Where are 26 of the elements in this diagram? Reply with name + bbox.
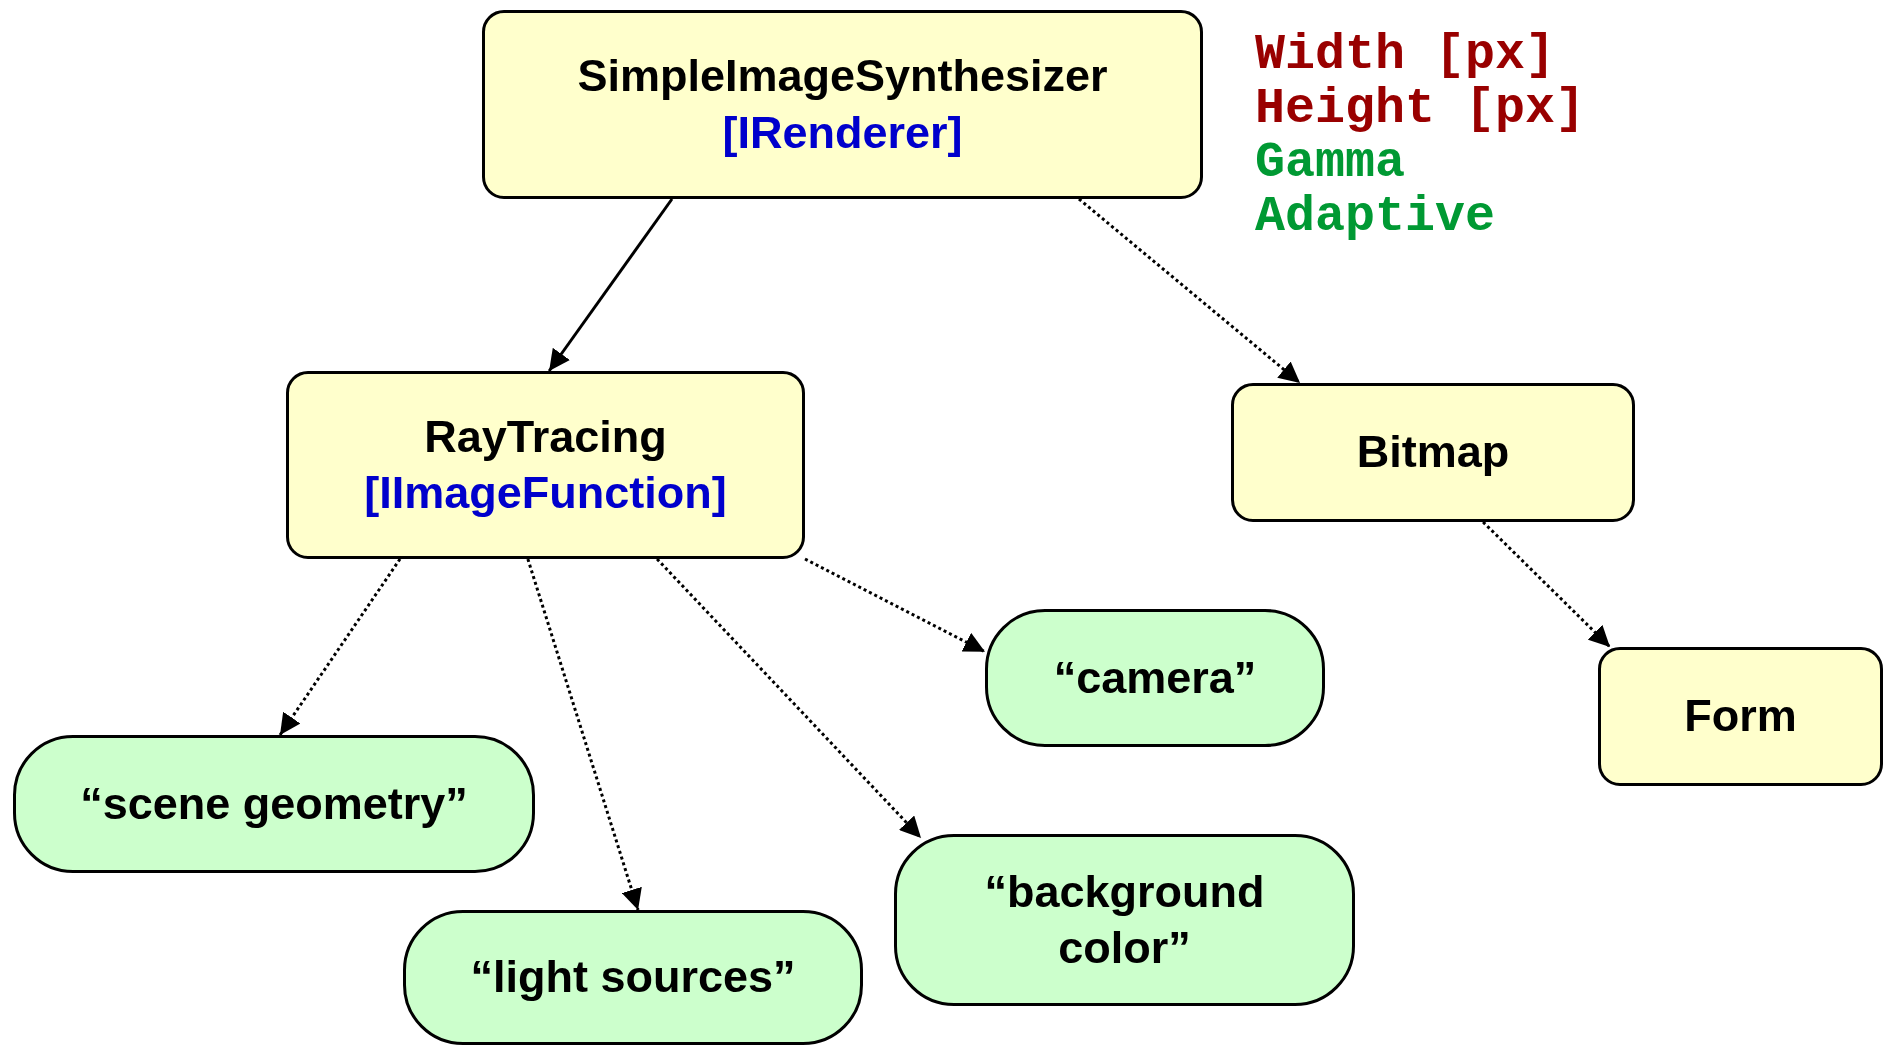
arrow	[278, 558, 402, 736]
arrow	[547, 198, 674, 372]
class-box	[286, 371, 805, 559]
arrow	[1078, 197, 1302, 385]
node-title: “camera”	[1052, 650, 1258, 705]
parameter-label: Gamma	[1255, 136, 1407, 190]
node-title: “light sources”	[469, 950, 797, 1005]
node-title: “background color”	[983, 864, 1266, 975]
rounded-node	[894, 834, 1355, 1006]
class-box	[482, 10, 1203, 199]
node-title: RayTracing	[423, 409, 668, 464]
interface-name: [IImageFunction]	[363, 466, 728, 520]
class-box	[1231, 383, 1635, 522]
node-title: Bitmap	[1355, 425, 1511, 480]
node-title: “scene geometry”	[79, 776, 469, 831]
interface-name: [IRenderer]	[721, 105, 964, 160]
arrow	[804, 557, 986, 654]
parameter-label: Width [px]	[1255, 28, 1557, 82]
node-title: SimpleImageSynthesizer	[576, 49, 1109, 104]
arrow	[656, 557, 923, 839]
class-box	[1598, 647, 1883, 786]
node-title: Form	[1683, 689, 1798, 744]
parameter-label: Adaptive	[1255, 190, 1497, 244]
parameter-label: Height [px]	[1255, 82, 1586, 136]
arrow	[526, 558, 642, 911]
arrow	[1482, 520, 1612, 649]
